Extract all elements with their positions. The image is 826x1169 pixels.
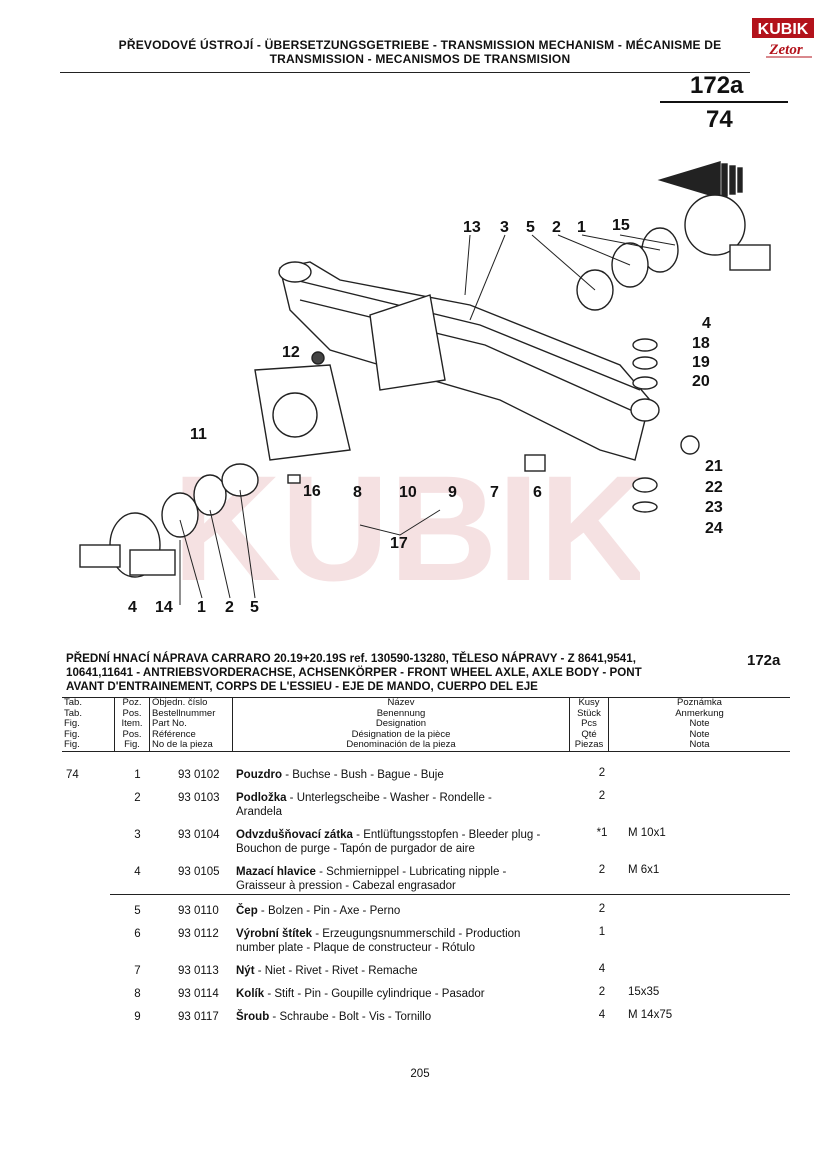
callout-16: 16 [303,483,321,500]
callout-10: 10 [399,484,417,501]
header-divider [60,72,750,73]
callout-6: 6 [533,484,542,501]
callout-12: 12 [282,344,300,361]
callout-2b: 2 [225,599,234,616]
row-qty: 1 [598,926,606,938]
row-pos: 2 [134,792,141,804]
callout-21: 21 [705,458,723,475]
section-title-line2: 10641,11641 - ANTRIEBSVORDERACHSE, ACHSE… [66,666,642,679]
row-note: 15x35 [628,986,660,998]
callout-5b: 5 [250,599,259,616]
header-title-line2: TRANSMISSION - MECANISMOS DE TRANSMISION [269,52,571,66]
row-qty: 4 [598,1009,606,1021]
row-ref: 93 0104 [178,829,220,841]
section-title-line3: AVANT D'ENTRAINEMENT, CORPS DE L'ESSIEU … [66,680,538,693]
row-ref: 93 0102 [178,769,220,781]
row-ref: 93 0113 [178,965,219,977]
row-qty: 2 [598,790,606,802]
row-name: Výrobní štítek - Erzeugungsnummerschild … [236,928,521,954]
page-code-secondary: 74 [706,106,733,133]
direction-arrow-icon [657,161,721,199]
parts-table-header: Tab.Tab.Fig.Fig.Fig. Poz.Pos.Item.Pos.Fi… [62,697,790,752]
row-qty: 2 [598,767,606,779]
row-name: Nýt - Niet - Rivet - Rivet - Remache [236,965,418,977]
page-code-divider [660,101,788,103]
header-title-line1: PŘEVODOVÉ ÚSTROJÍ - ÜBERSETZUNGSGETRIEBE… [118,38,722,52]
page-code-primary: 172a [690,72,744,99]
callout-1: 1 [577,219,586,236]
section-title: PŘEDNÍ HNACÍ NÁPRAVA CARRARO 20.19+20.19… [66,652,726,694]
row-pos: 5 [134,905,141,917]
callout-15: 15 [612,217,630,234]
row-pos: 3 [134,829,141,841]
row-pos: 8 [134,988,141,1000]
header-col-tab: Tab.Tab.Fig.Fig.Fig. [64,697,82,751]
row-note: M 14x75 [628,1009,673,1021]
row-ref: 93 0105 [178,866,220,878]
callout-13: 13 [463,219,481,236]
row-ref: 93 0117 [178,1011,219,1023]
section-title-line1: PŘEDNÍ HNACÍ NÁPRAVA CARRARO 20.19+20.19… [66,652,636,665]
section-code: 172a [747,652,781,669]
svg-text:Zetor: Zetor [768,42,802,58]
callout-5: 5 [526,219,535,236]
callout-4: 4 [702,315,711,332]
svg-text:KUBIK: KUBIK [758,21,809,38]
row-name: Odvzdušňovací zátka - Entlüftungsstopfen… [236,829,541,855]
callout-19: 19 [692,354,710,371]
row-qty: 2 [598,864,606,876]
header-col-pos: Poz.Pos.Item.Pos.Fig. [114,697,150,752]
callout-22: 22 [705,479,723,496]
row-qty: 2 [598,986,606,998]
row-note: M 10x1 [628,827,666,839]
callout-8: 8 [353,484,362,501]
callout-4b: 4 [128,599,137,616]
row-name: Šroub - Schraube - Bolt - Vis - Tornillo [236,1011,432,1023]
row-name: Čep - Bolzen - Pin - Axe - Perno [236,905,401,917]
row-ref: 93 0110 [178,905,219,917]
row-pos: 6 [134,928,141,940]
row-qty: *1 [596,827,608,839]
exploded-axle-diagram: 13 3 5 2 1 15 4 18 19 20 12 11 21 22 23 … [79,161,771,616]
callout-23: 23 [705,499,723,516]
row-ref: 93 0114 [178,988,219,1000]
page-number: 205 [410,1068,430,1080]
callout-24: 24 [705,520,723,537]
row-pos: 9 [134,1011,141,1023]
callout-3: 3 [500,219,509,236]
row-name: Pouzdro - Buchse - Bush - Bague - Buje [236,769,444,781]
row-ref: 93 0112 [178,928,219,940]
row-name: Podložka - Unterlegscheibe - Washer - Ro… [236,792,492,818]
callout-17: 17 [390,535,408,552]
row-name: Kolík - Stift - Pin - Goupille cylindriq… [236,988,485,1000]
row-name: Mazací hlavice - Schmiernippel - Lubrica… [236,866,507,892]
callout-7: 7 [490,484,499,501]
row-ref: 93 0103 [178,792,220,804]
row-pos: 1 [134,769,141,781]
callout-1b: 1 [197,599,206,616]
callout-14: 14 [155,599,173,616]
page-header-title: PŘEVODOVÉ ÚSTROJÍ - ÜBERSETZUNGSGETRIEBE… [90,38,750,66]
row-pos: 7 [134,965,141,977]
callout-11: 11 [190,426,207,443]
row-qty: 4 [598,963,606,975]
row-qty: 2 [598,903,606,915]
callout-2: 2 [552,219,561,236]
brand-logo: KUBIK Zetor [752,18,814,58]
callout-9: 9 [448,484,457,501]
row-divider [110,894,790,895]
row-note: M 6x1 [628,864,660,876]
row-tab: 74 [66,769,79,781]
callout-20: 20 [692,373,710,390]
row-pos: 4 [134,866,141,878]
callout-18: 18 [692,335,710,352]
